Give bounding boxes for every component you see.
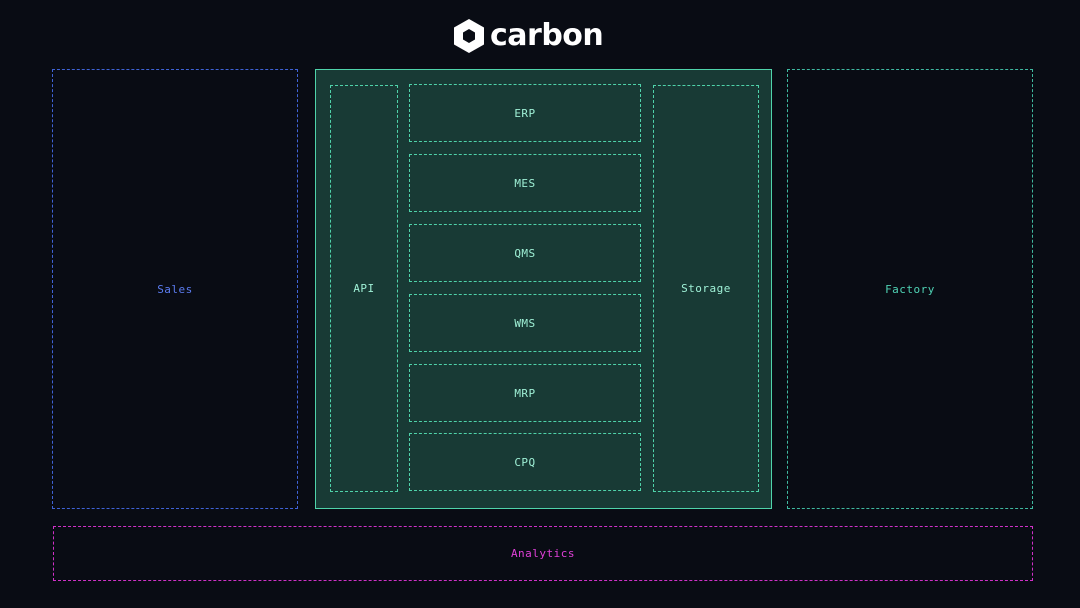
api-label: API xyxy=(353,282,375,295)
analytics-label: Analytics xyxy=(510,547,576,560)
factory-box: Factory xyxy=(787,69,1033,509)
module-label: QMS xyxy=(514,246,536,260)
sales-label: Sales xyxy=(157,282,193,296)
module-label: MES xyxy=(514,176,536,190)
api-box: API xyxy=(330,85,398,492)
module-erp: ERP xyxy=(409,84,641,142)
module-qms: QMS xyxy=(409,224,641,282)
brand-name: carbon xyxy=(490,18,604,53)
module-label: ERP xyxy=(514,106,536,120)
module-label: MRP xyxy=(514,386,536,400)
carbon-logo: carbon xyxy=(452,16,632,56)
module-label: CPQ xyxy=(514,455,536,469)
carbon-hexagon-icon xyxy=(454,19,484,53)
analytics-box: Analytics xyxy=(53,526,1033,581)
factory-label: Factory xyxy=(885,282,935,296)
storage-box: Storage xyxy=(653,85,759,492)
module-mrp: MRP xyxy=(409,364,641,422)
sales-box: Sales xyxy=(52,69,298,509)
storage-label: Storage xyxy=(681,282,731,295)
carbon-core-box xyxy=(315,69,772,509)
module-wms: WMS xyxy=(409,294,641,352)
module-cpq: CPQ xyxy=(409,433,641,491)
module-mes: MES xyxy=(409,154,641,212)
module-label: WMS xyxy=(514,316,536,330)
